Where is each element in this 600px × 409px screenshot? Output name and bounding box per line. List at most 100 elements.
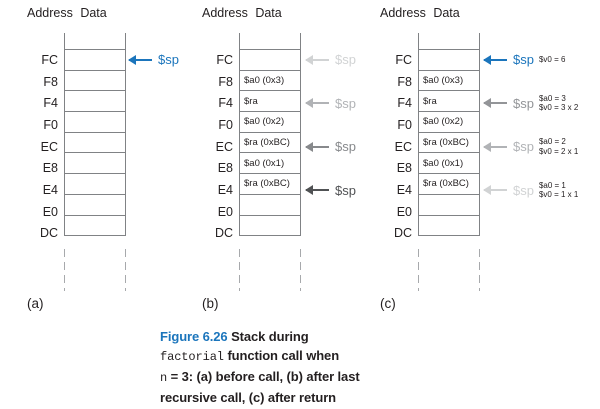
stack-dashed-tail — [300, 249, 301, 291]
stack-cell: $a0 (0x3) — [419, 69, 479, 91]
sp-label: $sp — [335, 182, 356, 198]
subfigure-label-c: (c) — [380, 296, 396, 311]
stack-open-top — [418, 33, 480, 49]
sp-pointer: $sp — [305, 92, 356, 114]
subfigure-label-b: (b) — [202, 296, 219, 311]
sp-label: $sp — [513, 52, 534, 68]
stack-cell: $a0 (0x1) — [419, 152, 479, 173]
pointer-annotation: $a0 = 1 $v0 = 1 x 1 — [538, 180, 579, 200]
caption-line-4: recursive call, (c) after return — [160, 390, 336, 405]
sp-label: $sp — [513, 95, 534, 111]
address-label: FC — [395, 52, 412, 67]
stack-dashed-tail — [125, 249, 126, 291]
stack-cell — [65, 193, 125, 215]
address-label: EC — [394, 139, 412, 154]
stack-c: $a0 (0x3) $ra $a0 (0x2) $ra (0xBC) $a0 (… — [418, 33, 480, 237]
stack-cell — [240, 49, 300, 70]
sp-label: $sp — [158, 52, 179, 68]
sp-label: $sp — [335, 139, 356, 155]
sp-pointer: $sp — [305, 136, 356, 158]
sp-pointer: $sp $v0 = 6 — [483, 49, 566, 71]
left-arrow-icon — [305, 98, 329, 109]
stack-b: $a0 (0x3) $ra $a0 (0x2) $ra (0xBC) $a0 (… — [239, 33, 301, 237]
address-label: E4 — [396, 182, 412, 197]
stack-cell: $a0 (0x1) — [240, 152, 300, 173]
pointer-annotation: $v0 = 6 — [538, 55, 566, 65]
address-label: EC — [40, 139, 58, 154]
column-a-addresses: FC F8 F4 F0 EC E8 E4 E0 DC — [26, 49, 62, 244]
left-arrow-icon — [483, 54, 507, 65]
address-label: E0 — [396, 204, 412, 219]
caption-line-1: Figure 6.26 Stack during — [160, 329, 309, 344]
address-label: EC — [215, 139, 233, 154]
stack-cell: $ra — [419, 90, 479, 111]
stack-dashed-tail — [239, 249, 240, 291]
figure-caption: Figure 6.26 Stack during factorial funct… — [160, 327, 410, 407]
sp-pointer: $sp — [305, 179, 356, 201]
stack-open-top — [64, 33, 126, 49]
sp-pointer: $sp $a0 = 1 $v0 = 1 x 1 — [483, 179, 579, 201]
sp-label: $sp — [513, 139, 534, 155]
caption-line-3: n = 3: (a) before call, (b) after last — [160, 369, 360, 385]
sp-pointer: $sp — [305, 49, 356, 71]
left-arrow-icon — [305, 141, 329, 152]
stack-dashed-tail — [64, 249, 65, 291]
stack-cell: $ra — [240, 90, 300, 111]
address-label: DC — [214, 226, 233, 241]
stack-cell — [65, 90, 125, 111]
stack-a — [64, 33, 126, 237]
stack-cell — [65, 49, 125, 70]
stack-cell — [419, 214, 479, 236]
stack-dashed-tail — [418, 249, 419, 291]
caption-line-2: factorial function call when — [160, 348, 340, 364]
address-label: F4 — [397, 96, 412, 111]
pointer-annotation: $a0 = 3 $v0 = 3 x 2 — [538, 93, 579, 113]
stack-cell — [65, 111, 125, 132]
column-b-addresses: FC F8 F4 F0 EC E8 E4 E0 DC — [201, 49, 237, 244]
sp-label: $sp — [335, 52, 356, 68]
stack-cell: $a0 (0x2) — [419, 111, 479, 132]
address-label: FC — [216, 52, 233, 67]
address-label: F8 — [43, 74, 58, 89]
subfigure-label-a: (a) — [27, 296, 44, 311]
address-label: F8 — [218, 74, 233, 89]
stack-open-top — [239, 33, 301, 49]
stack-cell: $ra (0xBC) — [240, 173, 300, 194]
address-label: E8 — [217, 161, 233, 176]
left-arrow-icon — [483, 98, 507, 109]
address-label: DC — [39, 226, 58, 241]
stack-cell — [65, 69, 125, 91]
stack-cell — [240, 214, 300, 236]
sp-pointer: $sp — [128, 49, 179, 71]
stack-cell — [65, 152, 125, 173]
stack-cell: $ra (0xBC) — [419, 131, 479, 153]
column-c-addresses: FC F8 F4 F0 EC E8 E4 E0 DC — [380, 49, 416, 244]
code-word: factorial — [160, 350, 224, 364]
address-label: FC — [41, 52, 58, 67]
column-a-header: Address Data — [27, 6, 107, 20]
left-arrow-icon — [305, 185, 329, 196]
column-c-header: Address Data — [380, 6, 460, 20]
sp-label: $sp — [513, 182, 534, 198]
sp-label: $sp — [335, 95, 356, 111]
address-label: E8 — [396, 161, 412, 176]
address-label: E4 — [217, 182, 233, 197]
stack-cell: $a0 (0x3) — [240, 69, 300, 91]
stack-cell — [65, 173, 125, 194]
address-label: F4 — [218, 96, 233, 111]
address-label: F4 — [43, 96, 58, 111]
stack-cell — [65, 214, 125, 236]
address-label: F0 — [397, 117, 412, 132]
stack-cell — [65, 131, 125, 153]
variable-word: n — [160, 371, 168, 385]
column-b-header: Address Data — [202, 6, 282, 20]
address-label: E0 — [42, 204, 58, 219]
sp-pointer: $sp $a0 = 2 $v0 = 2 x 1 — [483, 136, 579, 158]
pointer-annotation: $a0 = 2 $v0 = 2 x 1 — [538, 137, 579, 156]
stack-cell: $ra (0xBC) — [240, 131, 300, 153]
stack-cell: $ra (0xBC) — [419, 173, 479, 194]
left-arrow-icon — [483, 185, 507, 196]
address-label: F0 — [43, 117, 58, 132]
address-label: E4 — [42, 182, 58, 197]
